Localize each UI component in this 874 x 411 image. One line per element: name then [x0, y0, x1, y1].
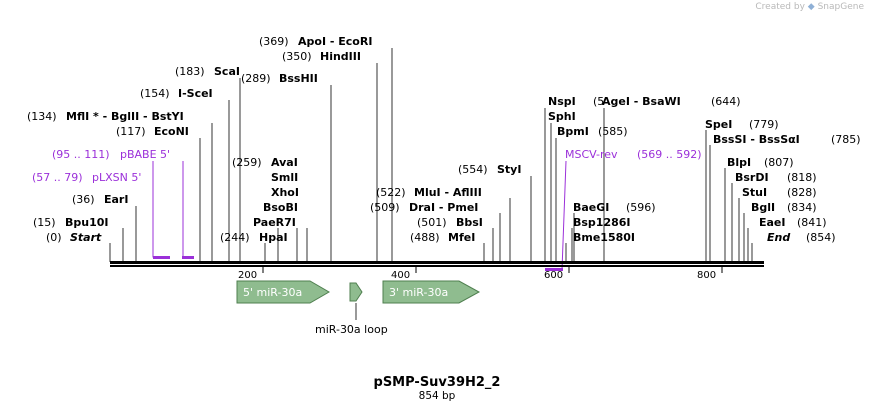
site-hpai-name: HpaI [259, 231, 288, 244]
feature-3-mir30a[interactable]: 3' miR-30a [382, 280, 481, 304]
site-bpu10i-name: Bpu10I [65, 216, 109, 229]
site-stui-pos: (828) [787, 186, 817, 199]
site-leader-lines [109, 48, 753, 262]
site-bgli-name: BglI [751, 201, 775, 214]
primer-plxsn-pos: (57 .. 79) [32, 171, 83, 184]
site-bsawi-pos: (644) [711, 95, 741, 108]
primer-mscv-bar [545, 268, 563, 271]
tick-200: 200 [238, 270, 257, 281]
site-mfli-name: MflI * - BglII - BstYI [66, 110, 184, 123]
site-nspi-name: NspI [548, 95, 576, 108]
map-title: pSMP-Suv39H2_2 [374, 375, 501, 390]
site-iscei-name: I-SceI [178, 87, 213, 100]
site-bsrdi-pos: (818) [787, 171, 817, 184]
site-hindiii-name: HindIII [320, 50, 361, 63]
site-spei-pos: (779) [749, 118, 779, 131]
primer-arrows [153, 256, 563, 271]
site-styi-pos: (554) [458, 163, 488, 176]
site-styi-name: StyI [497, 163, 521, 176]
site-bpmi-name: BpmI [557, 125, 589, 138]
site-avai-pos: (259) [232, 156, 262, 169]
primer-pbabe-name: pBABE 5' [120, 148, 170, 161]
site-iscei-pos: (154) [140, 87, 170, 100]
credit-brand: SnapGene [817, 2, 864, 12]
site-mlui-pos: (522) [376, 186, 406, 199]
site-start-name: Start [70, 231, 102, 244]
site-bme1580i-name: Bme1580I [573, 231, 635, 244]
site-econi-name: EcoNI [154, 125, 189, 138]
site-drai-name: DraI - PmeI [409, 201, 478, 214]
site-bsshii-pos: (289) [241, 72, 271, 85]
site-end-name: End [767, 231, 790, 244]
backbone [110, 261, 764, 267]
site-smli-name: SmlI [271, 171, 298, 184]
site-blpi-pos: (807) [764, 156, 794, 169]
site-xhoi-name: XhoI [271, 186, 299, 199]
site-bsobi-name: BsoBI [263, 201, 298, 214]
site-apoi-name: ApoI - EcoRI [298, 35, 372, 48]
site-agei-name: AgeI - BsaWI [602, 95, 681, 108]
site-bpu10i-pos: (15) [33, 216, 56, 229]
site-bsp1286i-name: Bsp1286I [573, 216, 631, 229]
snapgene-credit: Created by ◆ SnapGene [755, 2, 864, 12]
site-start-pos: (0) [46, 231, 62, 244]
primer-marks [152, 160, 567, 271]
primer-mscv-pos: (569 .. 592) [637, 148, 702, 161]
primer-pbabe-pos: (95 .. 111) [52, 148, 110, 161]
snapgene-logo: ◆ [807, 2, 815, 12]
site-spei-name: SpeI [705, 118, 732, 131]
site-scai-name: ScaI [214, 65, 240, 78]
feature-3-mir30a-label: 3' miR-30a [389, 286, 448, 299]
site-bpmi-pos: (585) [598, 125, 628, 138]
primer-plxsn-name: pLXSN 5' [92, 171, 141, 184]
tick-600: 600 [544, 270, 563, 281]
primer-mscv-name: MSCV-rev [565, 148, 618, 161]
site-baegi-name: BaeGI [573, 201, 609, 214]
site-sphi-name: SphI [548, 110, 576, 123]
site-mfli-pos: (134) [27, 110, 57, 123]
site-mfei-name: MfeI [448, 231, 475, 244]
site-bsrdi-name: BsrDI [735, 171, 769, 184]
site-eaei-pos: (841) [797, 216, 827, 229]
site-eari-pos: (36) [72, 193, 95, 206]
tick-400: 400 [391, 270, 410, 281]
site-bbsi-name: BbsI [456, 216, 483, 229]
site-bsshii-name: BssHII [279, 72, 318, 85]
ruler [262, 267, 723, 273]
site-mfei-pos: (488) [410, 231, 440, 244]
map-length: 854 bp [419, 390, 456, 402]
primer-plxsn-bar [153, 256, 170, 259]
site-hindiii-pos: (350) [282, 50, 312, 63]
site-mlui-name: MluI - AflIII [414, 186, 482, 199]
feature-5-mir30a-label: 5' miR-30a [243, 286, 302, 299]
primer-pbabe-bar [182, 256, 194, 259]
tick-800: 800 [697, 270, 716, 281]
credit-prefix: Created by [755, 2, 805, 12]
site-baegi-pos: (596) [626, 201, 656, 214]
site-end-pos: (854) [806, 231, 836, 244]
site-blpi-name: BlpI [727, 156, 751, 169]
site-bsssi-name: BssSI - BssSαI [713, 133, 800, 146]
site-econi-pos: (117) [116, 125, 146, 138]
site-paer7i-name: PaeR7I [253, 216, 296, 229]
site-stui-name: StuI [742, 186, 767, 199]
site-hpai-pos: (244) [220, 231, 250, 244]
site-avai-name: AvaI [271, 156, 298, 169]
feature-mir30a-loop[interactable] [349, 282, 363, 302]
site-scai-pos: (183) [175, 65, 205, 78]
site-eari-name: EarI [104, 193, 128, 206]
site-bgli-pos: (834) [787, 201, 817, 214]
site-bbsi-pos: (501) [417, 216, 447, 229]
site-bsssi-pos: (785) [831, 133, 861, 146]
site-apoi-pos: (369) [259, 35, 289, 48]
site-agei-pos: (5 [593, 95, 604, 108]
feature-5-mir30a[interactable]: 5' miR-30a [236, 280, 330, 304]
site-drai-pos: (509) [370, 201, 400, 214]
loop-callout-label: miR-30a loop [315, 323, 388, 336]
site-eaei-name: EaeI [759, 216, 786, 229]
